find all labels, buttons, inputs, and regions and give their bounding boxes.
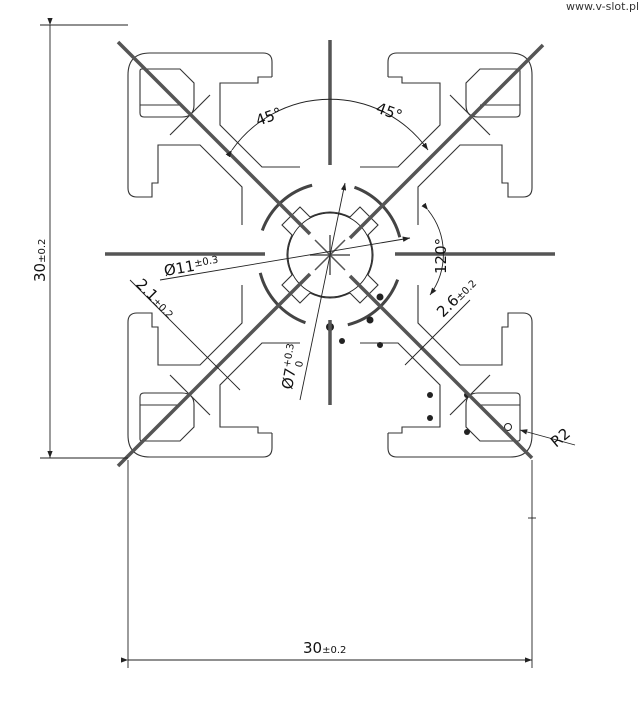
angle-right: 45° [374, 99, 405, 125]
wall-left-dimension: 2.1±0.2 [132, 275, 179, 322]
radius-dimension: R2 [547, 424, 574, 451]
bore-outer-dimension: Ø11±0.3 [163, 253, 220, 280]
dimension-labels: 30±0.2 30±0.2 45° 45° Ø11±0.3 2.1±0.2 12… [31, 99, 574, 657]
angle-core: 120° [432, 238, 450, 274]
height-dimension: 30±0.2 [31, 239, 49, 282]
angle-left: 45° [253, 104, 284, 130]
watermark: www.v-slot.pl [565, 0, 639, 13]
width-dimension: 30±0.2 [303, 639, 346, 657]
bore-inner-dimension: Ø7+0.30 [278, 343, 309, 392]
dimension-lines [40, 17, 576, 668]
